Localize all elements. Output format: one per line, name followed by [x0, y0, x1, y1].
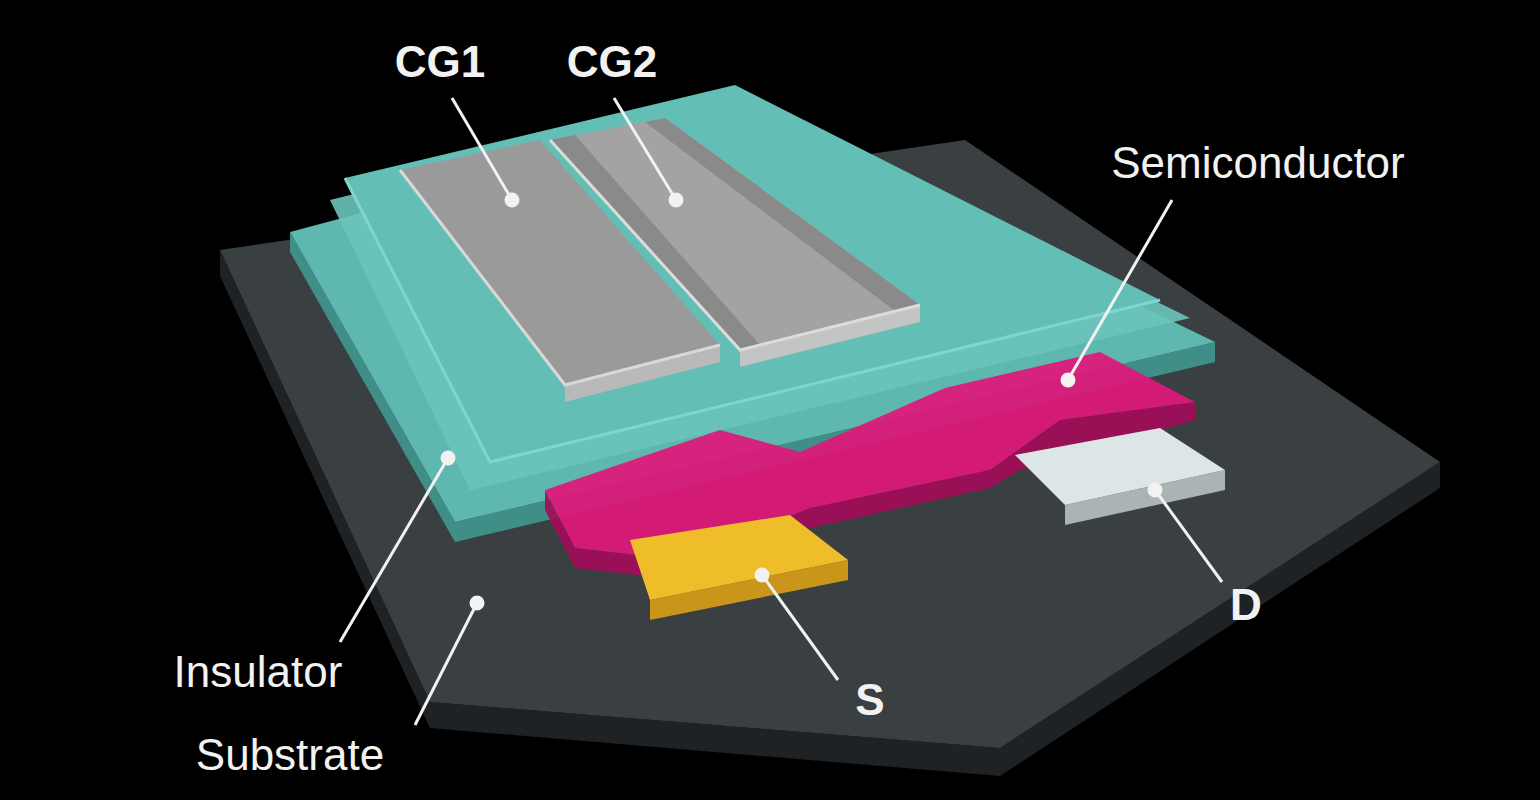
- part-label: CG2: [567, 38, 657, 86]
- part-label: D: [1230, 581, 1262, 629]
- part-label: Insulator: [174, 648, 343, 696]
- control-gate-2: [550, 118, 920, 367]
- drain-electrode: [1015, 428, 1225, 525]
- leader-lines: [340, 98, 1222, 725]
- part-label: Semiconductor: [1111, 139, 1404, 187]
- part-label: Substrate: [196, 731, 384, 779]
- part-label: CG1: [395, 38, 485, 86]
- source-electrode: [630, 515, 848, 620]
- part-label: S: [855, 676, 884, 724]
